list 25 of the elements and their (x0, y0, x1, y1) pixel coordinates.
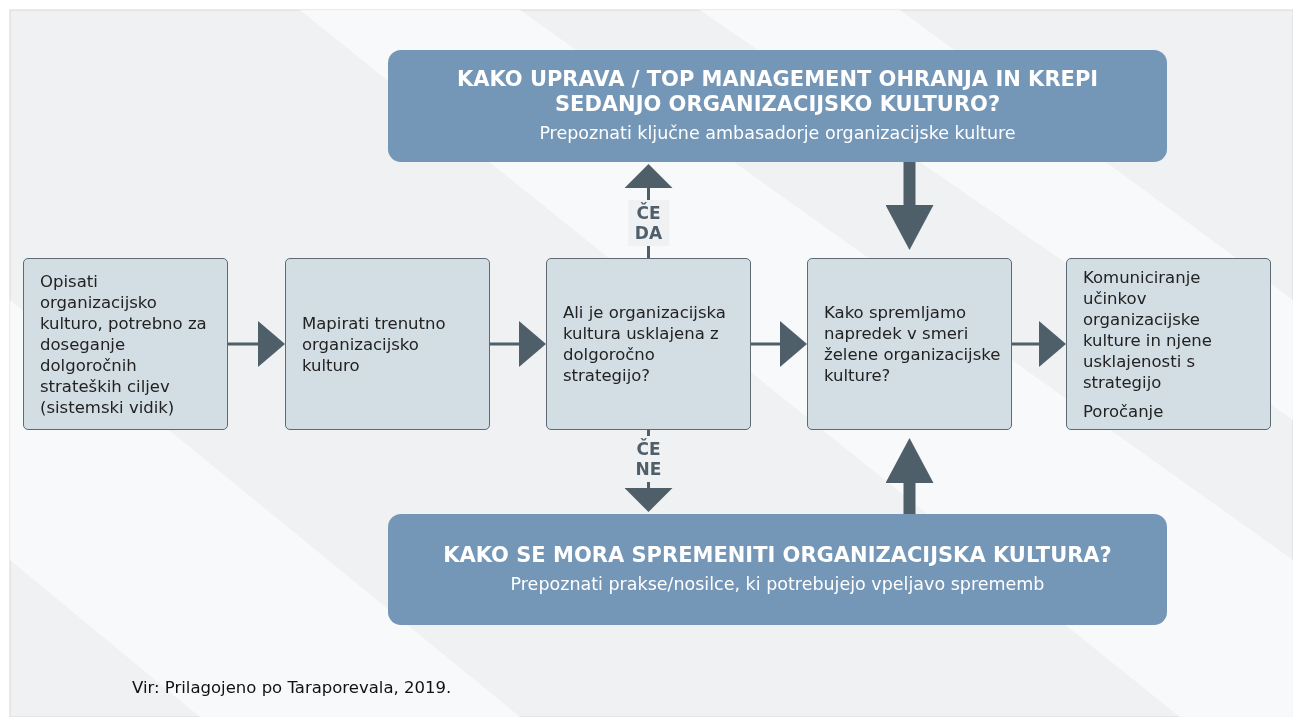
box-text: Opisati organizacijsko kulturo, potrebno za doseganje dolgoročnih strateških ciljev (sistemski vidik) (40, 270, 208, 418)
banner-subtitle: Prepoznati ključne ambasadorje organizacijske kulture (538, 122, 1017, 145)
question-banner (388, 514, 1167, 625)
banner-heading: KAKO UPRAVA / TOP MANAGEMENT OHRANJA IN KREPI SEDANJO ORGANIZACIJSKO KULTURO? (455, 67, 1100, 117)
arrow (1012, 321, 1066, 367)
banner-subtitle: Prepoznati prakse/nosilce, ki potrebujejo vpeljavo sprememb (509, 573, 1046, 596)
box-text: Poročanje (1083, 400, 1165, 422)
question-banner (388, 50, 1167, 162)
edge-label: ČE DA (627, 200, 670, 246)
box-text: Kako spremljamo napredek v smeri želene organizacijske kulture? (824, 302, 1001, 386)
arrow (885, 162, 934, 250)
arrow (751, 321, 807, 367)
arrow (885, 438, 934, 514)
box-text: Mapirati trenutno organizacijsko kulturo (302, 312, 447, 376)
process-box (23, 258, 228, 430)
process-box (285, 258, 490, 430)
process-box (1066, 258, 1271, 430)
arrow (228, 321, 285, 367)
caption: Vir: Prilagojeno po Taraporevala, 2019. (132, 678, 452, 697)
process-box (546, 258, 751, 430)
arrow (490, 321, 546, 367)
process-box (807, 258, 1012, 430)
box-text: Ali je organizacijska kultura usklajena z dolgoročno strategijo? (563, 302, 727, 386)
banner-heading: KAKO SE MORA SPREMENITI ORGANIZACIJSKA KULTURA? (442, 543, 1113, 568)
box-text: Komuniciranje učinkov organizacijske kulture in njene usklajenosti s strategijo (1083, 266, 1213, 393)
